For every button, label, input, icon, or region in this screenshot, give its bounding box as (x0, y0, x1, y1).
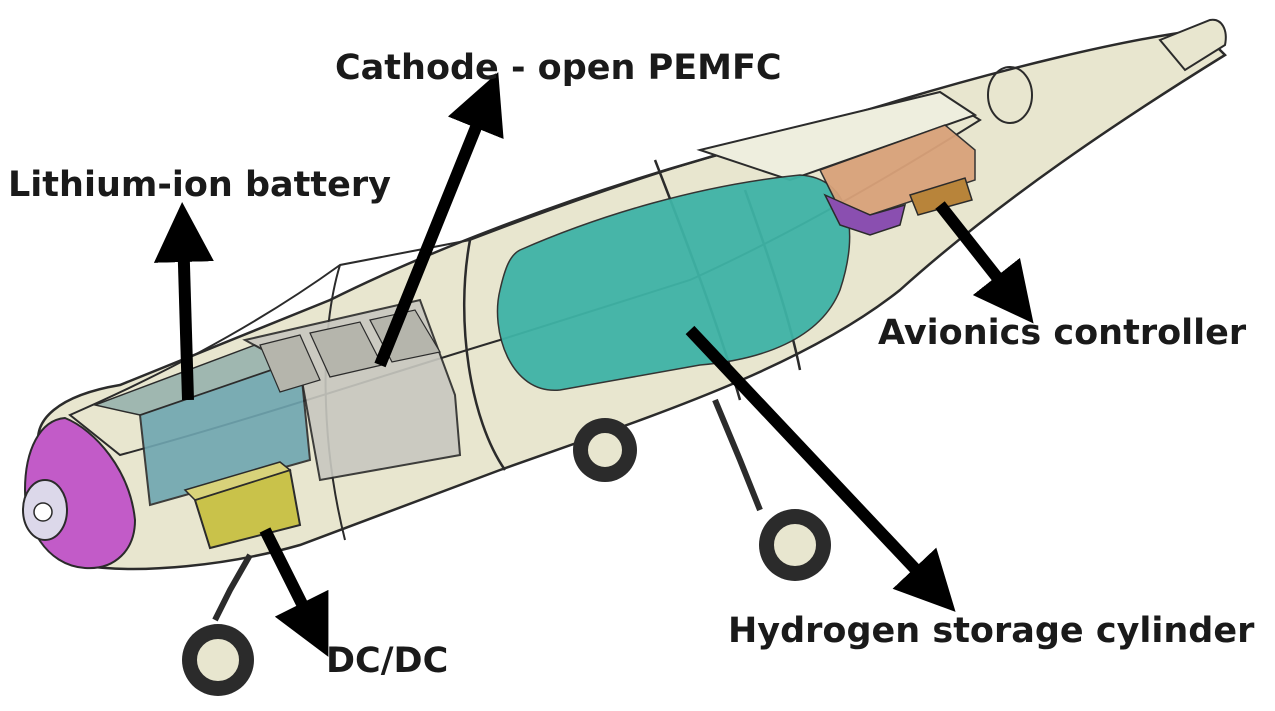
arrow-battery (153, 202, 214, 401)
dcdc-box-top (183, 461, 292, 501)
label-hydrogen-cylinder: Hydrogen storage cylinder (728, 611, 1255, 651)
tail-nozzle (1158, 18, 1227, 72)
tail-ring (987, 66, 1033, 124)
hydrogen-tank (496, 174, 851, 391)
arrow-hydrogen (685, 325, 956, 612)
main-landing-gear-front (573, 418, 637, 482)
arrow-avionics (935, 201, 1034, 324)
arrow-cathode (374, 72, 504, 368)
label-cathode-pemfc: Cathode - open PEMFC (335, 48, 782, 88)
frame-ring-1 (462, 239, 507, 471)
nose-landing-gear (182, 553, 254, 696)
nose-hub-center (33, 502, 53, 522)
main-landing-gear-rear (712, 398, 831, 581)
label-dcdc: DC/DC (326, 641, 449, 681)
label-lithium-ion-battery: Lithium-ion battery (8, 165, 391, 205)
avionics-box-brown (909, 177, 973, 216)
canopy-window (696, 90, 978, 182)
arrow-dcdc (259, 527, 329, 657)
label-avionics-controller: Avionics controller (878, 313, 1247, 353)
avionics-box-purple (823, 193, 907, 236)
